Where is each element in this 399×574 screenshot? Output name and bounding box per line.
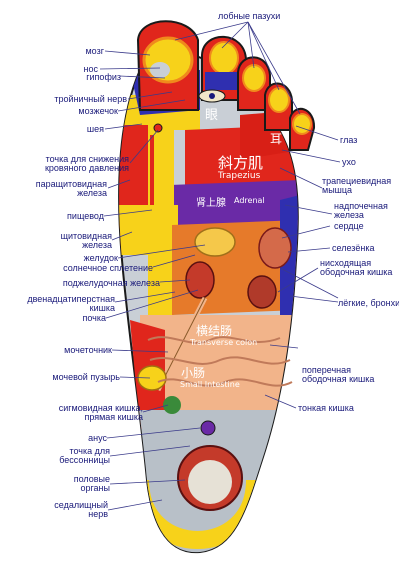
eye-zone-text: 眼 — [205, 104, 218, 123]
adrenal-zone-cn: 肾上腺 — [196, 194, 226, 209]
pituitary-spot — [150, 62, 170, 78]
label-spleen: селезёнка — [332, 244, 375, 253]
anus-spot — [201, 421, 215, 435]
label-small-intestine: тонкая кишка — [298, 404, 354, 413]
label-insomnia-point: точка для бессонницы — [59, 447, 110, 465]
label-stomach: желудок — [84, 254, 118, 263]
label-sciatic-nerve: седалищный нерв — [54, 501, 108, 519]
heart-organ — [259, 228, 291, 268]
adrenal-zone-en: Adrenal — [234, 196, 265, 205]
small-intestine-zone-cn: 小肠 — [181, 364, 205, 381]
label-lungs-bronchi: лёгкие, бронхи — [338, 299, 399, 308]
transverse-zone-cn: 横结肠 — [196, 322, 232, 339]
sigmoid-spot — [163, 396, 181, 414]
label-frontal-sinuses: лобные пазухи — [218, 12, 280, 21]
genitals-inner — [188, 460, 232, 504]
label-genitals: половые органы — [74, 475, 110, 493]
label-neck: шея — [87, 125, 104, 134]
label-parathyroid: паращитовидная железа — [36, 180, 107, 198]
label-solar-plexus: солнечное сплетение — [63, 264, 153, 273]
esophagus-line — [150, 135, 154, 205]
label-duodenum: двенадцатиперстная кишка — [27, 295, 115, 313]
label-sigmoid-colon: сигмовидная кишка, прямая кишка — [59, 404, 143, 422]
stomach-organ — [195, 228, 235, 256]
transverse-zone-en: Transverse colon — [190, 338, 257, 347]
toe-5-pad — [293, 114, 311, 134]
thyroid-zone — [118, 205, 178, 255]
bp-point-dot — [154, 124, 162, 132]
label-pancreas: поджелудочная железа — [63, 279, 160, 288]
label-pituitary: гипофиз — [86, 73, 121, 82]
label-transverse-colon: поперечная ободочная кишка — [302, 366, 374, 384]
label-ureter: мочеточник — [64, 346, 112, 355]
label-cerebellum: мозжечок — [78, 107, 118, 116]
eye-pupil — [209, 93, 215, 99]
label-bladder: мочевой пузырь — [52, 373, 120, 382]
small-intestine-zone-en: Small Intestine — [180, 380, 240, 389]
label-trigeminal-nerve: тройничный нерв — [54, 95, 127, 104]
spleen-organ — [248, 276, 276, 308]
label-heart: сердце — [334, 222, 364, 231]
big-toe-pad — [144, 38, 192, 82]
label-adrenal-gland: надпочечная железа — [334, 202, 388, 220]
ear-zone-text: 耳 — [270, 130, 282, 147]
label-eye: глаз — [340, 136, 357, 145]
label-thyroid: щитовидная железа — [61, 232, 112, 250]
label-anus: анус — [88, 434, 107, 443]
label-brain: мозг — [85, 47, 104, 56]
toe-2-pad — [210, 42, 238, 74]
label-bp-point: точка для снижения кровяного давления — [45, 155, 129, 173]
toe-3-pad — [243, 65, 265, 91]
trapezius-zone-cn: 斜方肌 — [218, 152, 263, 173]
label-kidney: почка — [82, 314, 106, 323]
label-trapezius: трапециевидная мышца — [322, 177, 391, 195]
toe-4-pad — [269, 88, 289, 112]
label-ear: ухо — [342, 158, 356, 167]
trapezius-zone-en: Trapezius — [218, 171, 260, 181]
label-esophagus: пищевод — [67, 212, 104, 221]
label-descending-colon: нисходящая ободочная кишка — [320, 259, 392, 277]
